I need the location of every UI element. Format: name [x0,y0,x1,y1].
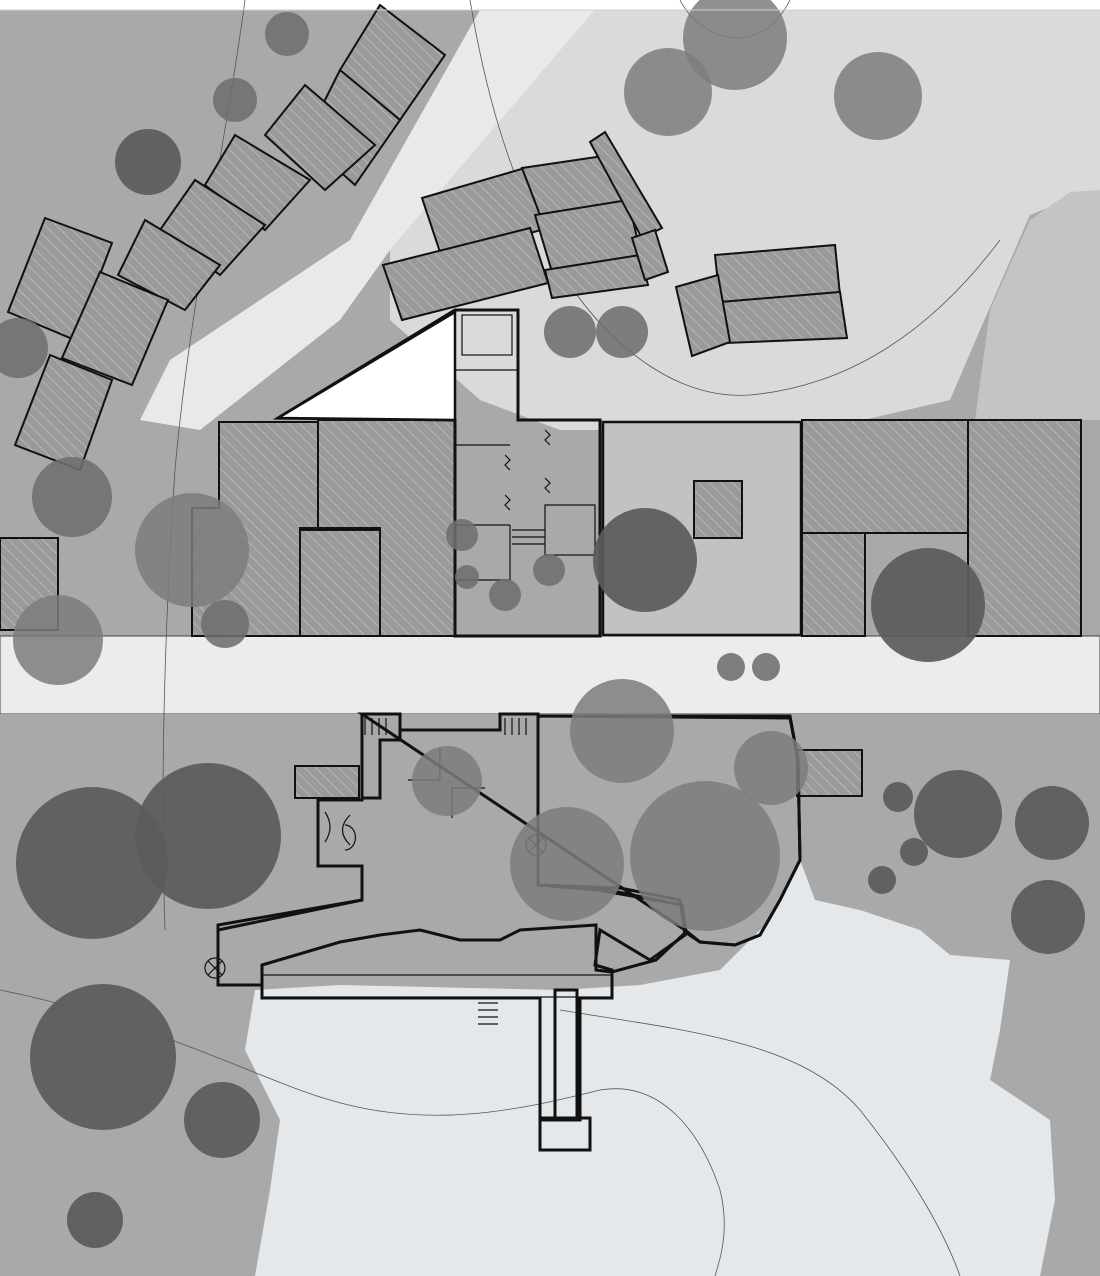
tree-canopy [630,781,780,931]
tree-canopy [0,318,48,378]
contour-line-4 [0,989,725,1276]
neighbour-building [674,273,732,358]
window-zigzag [504,494,511,511]
tree-canopy [201,600,249,648]
contour-lines [0,0,1001,1276]
tree-canopy [32,457,112,537]
north-building-triangle-wing [273,309,457,422]
tree-canopy [455,565,479,589]
courtyard-inner-building [693,480,743,539]
tree-canopy [16,787,168,939]
tree-canopy [265,12,309,56]
lake [245,860,1055,1276]
tree-canopy [883,782,913,812]
tree-canopy [834,52,922,140]
tree-canopy [489,579,521,611]
neighbour-building [543,253,650,300]
neighbour-building [588,130,664,240]
jetty-walkway [553,988,579,1122]
tree-canopy [596,306,648,358]
tree-canopy [914,770,1002,858]
terrain-north-top-edge [0,0,1100,10]
neighbour-building [967,419,1082,637]
window-zigzag [544,429,551,446]
neighbour-building [630,228,670,282]
tree-canopy [67,1192,123,1248]
jetty-end [538,1116,592,1152]
neighbour-building [263,83,377,192]
tree-canopy [533,554,565,586]
diagonal-road [140,10,595,430]
dining-set-icon [324,811,357,851]
kitchen-block [461,314,513,356]
tree-canopy [184,1082,260,1158]
contour-line-2 [469,0,1001,396]
tree-canopy [135,493,249,607]
tree-canopy [593,508,697,612]
tree-canopy [1011,880,1085,954]
tree-canopy [871,548,985,662]
tree-canopy [135,763,281,909]
neighbour-building [158,178,267,277]
tree-canopies [0,0,1089,1248]
tree-canopy [446,519,478,551]
tree-canopy [544,306,596,358]
tree-canopy [510,807,624,921]
neighbour-building [294,765,360,799]
tree-canopy [683,0,787,90]
neighbour-building [116,218,222,312]
neighbour-building [718,290,849,345]
neighbour-building [801,419,969,534]
terrace-deck [261,974,613,998]
contour-line-5 [559,1009,961,1276]
tree-canopy [13,595,103,685]
tree-canopy [30,984,176,1130]
tree-canopy [900,838,928,866]
tree-canopy [624,48,712,136]
neighbour-building [299,529,381,637]
tree-canopy [115,129,181,195]
terrain-north-east-mid [975,10,1100,420]
tree-canopy [213,78,257,122]
window-zigzag [544,477,551,494]
tree-canopy [734,731,808,805]
neighbour-building [801,532,866,637]
tree-canopy [868,866,896,894]
tree-canopy [1015,786,1089,860]
window-zigzag [504,454,511,471]
neighbour-building [203,133,312,232]
tree-canopy [717,653,745,681]
tree-canopy [570,679,674,783]
south-building-main [216,712,688,987]
project-building-north [272,308,602,638]
light-fixture-icon [204,957,226,979]
neighbour-building [60,270,170,387]
tree-canopy [412,746,482,816]
tree-canopy [752,653,780,681]
